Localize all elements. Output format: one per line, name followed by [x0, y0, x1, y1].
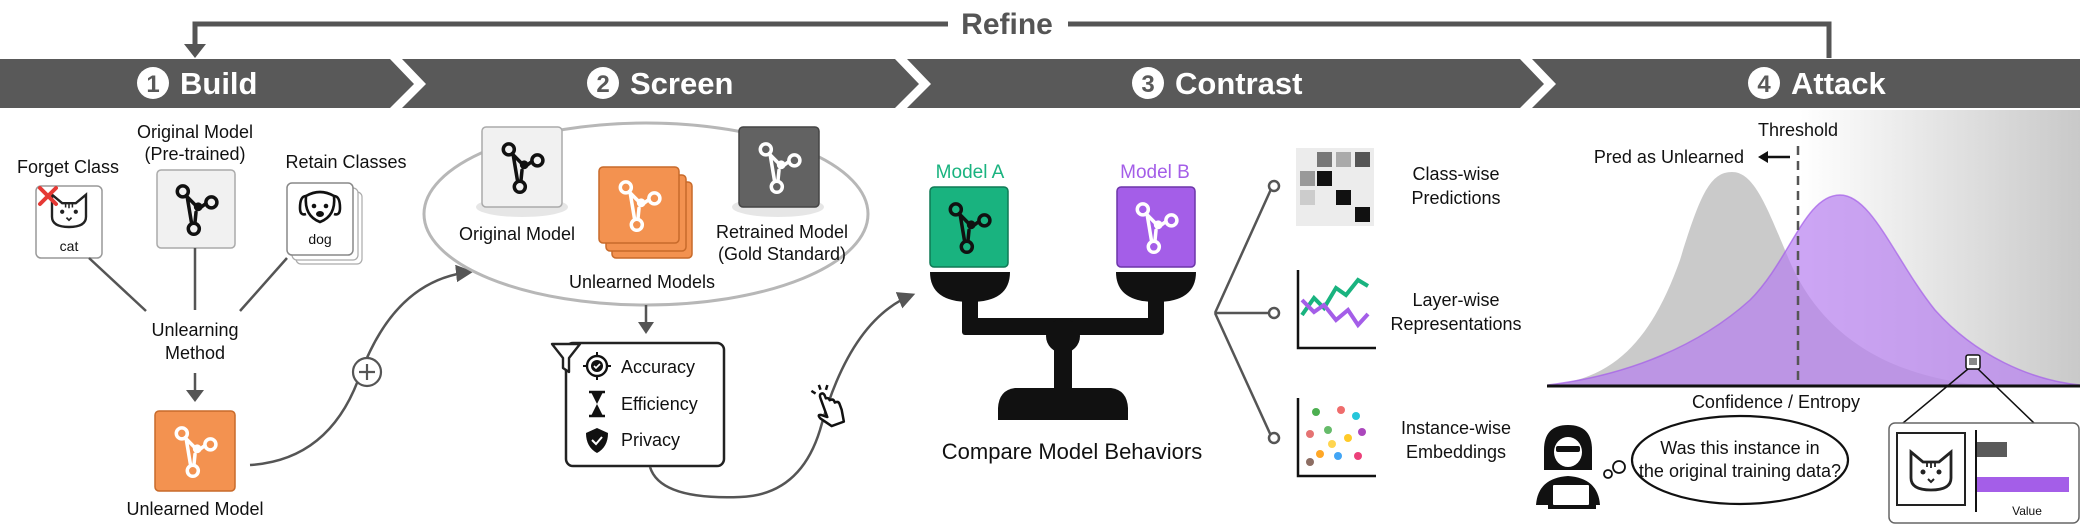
step-number: 3 — [1141, 71, 1154, 98]
stage-label: Build — [180, 66, 258, 101]
build-panel: Forget Class cat Original Model (Pre-tra… — [17, 122, 407, 519]
unlearning-method-label-2: Method — [165, 343, 225, 363]
stage-build-bar — [0, 59, 414, 108]
metric-efficiency: Efficiency — [621, 394, 698, 414]
forget-class-card[interactable]: cat — [35, 185, 103, 259]
build-connectors — [88, 248, 288, 398]
retain-classes-stack[interactable]: dog — [286, 182, 363, 265]
tap-hand-icon — [810, 384, 846, 428]
step-number-badge — [137, 67, 169, 99]
contrast-panel: Model A Model B Compare Model Behaviors — [929, 148, 1522, 478]
model-b-label: Model B — [1120, 162, 1190, 183]
value-axis-label: Value — [2012, 504, 2042, 518]
view-connectors — [1213, 186, 1274, 439]
step-number: 2 — [596, 71, 609, 98]
confusion-matrix-icon — [1296, 148, 1374, 226]
forget-class-item: cat — [60, 238, 79, 254]
instance-detail-card[interactable]: Value — [1888, 422, 2080, 524]
filter-icon — [550, 342, 582, 374]
stage-attack-bar — [1532, 59, 2080, 108]
balance-scale-icon — [930, 272, 1196, 420]
metrics-filter-box[interactable]: Accuracy Efficiency Privacy — [550, 341, 726, 468]
screen-to-contrast-flow — [648, 292, 916, 499]
forget-class-label: Forget Class — [17, 157, 119, 177]
original-model-label: Original Model — [459, 224, 575, 244]
dog-icon — [298, 190, 342, 224]
refine-loop: Refine — [184, 8, 1832, 58]
question-bubble — [1630, 414, 1850, 506]
original-model-node[interactable] — [156, 169, 236, 249]
metric-privacy: Privacy — [621, 430, 680, 450]
stage-label: Contrast — [1175, 66, 1302, 101]
retrained-model-label: Retrained Model — [716, 222, 848, 242]
stage-screen-bar — [402, 59, 919, 108]
view-subtitle: Representations — [1390, 314, 1521, 334]
metric-accuracy: Accuracy — [621, 357, 695, 377]
original-model-subtitle: (Pre-trained) — [144, 144, 245, 164]
purple-distribution — [1548, 195, 2080, 385]
model-a-node[interactable] — [929, 186, 1009, 268]
view-title: Layer-wise — [1412, 290, 1499, 310]
layer-representations-view[interactable]: Layer-wise Representations — [1296, 270, 1522, 350]
accuracy-icon — [583, 352, 611, 380]
stage-contrast-bar — [907, 59, 1544, 108]
line-chart-icon — [1296, 270, 1376, 350]
attack-panel: Threshold Pred as Unlearned Confidence /… — [1536, 110, 2080, 524]
step-number-badge — [587, 67, 619, 99]
class-predictions-view[interactable]: Class-wise Predictions — [1296, 148, 1501, 226]
shield-icon — [586, 428, 608, 453]
stage-contrast[interactable]: 3 Contrast — [1132, 66, 1302, 101]
step-number-badge — [1748, 67, 1780, 99]
step-number: 1 — [146, 71, 159, 98]
unlearned-model-label: Unlearned Model — [126, 499, 263, 519]
stage-label: Screen — [630, 66, 733, 101]
stage-screen[interactable]: 2 Screen — [587, 66, 733, 101]
retrained-model-sublabel: (Gold Standard) — [718, 244, 846, 264]
original-model-title: Original Model — [137, 122, 253, 142]
pred-unlearned-label: Pred as Unlearned — [1594, 147, 1744, 167]
purple-value-bar — [1977, 477, 2069, 492]
stage-build[interactable]: 1 Build — [137, 66, 258, 101]
model-a-label: Model A — [936, 162, 1005, 183]
threshold-label: Threshold — [1758, 120, 1838, 140]
question-text-2: the original training data? — [1639, 461, 1841, 481]
view-title: Instance-wise — [1401, 418, 1511, 438]
instance-embeddings-view[interactable]: Instance-wise Embeddings — [1296, 398, 1511, 478]
stage-banner: 1 Build 2 Screen 3 Contrast 4 Attack — [0, 59, 2080, 108]
stage-label: Attack — [1791, 66, 1887, 101]
compare-caption: Compare Model Behaviors — [942, 439, 1202, 464]
retain-classes-label: Retain Classes — [285, 152, 406, 172]
unlearned-model-node[interactable] — [154, 410, 236, 492]
view-subtitle: Embeddings — [1406, 442, 1506, 462]
scatter-plot-icon — [1296, 398, 1376, 478]
retain-class-item: dog — [308, 231, 331, 247]
instance-marker[interactable] — [1902, 354, 2035, 424]
view-title: Class-wise — [1412, 164, 1499, 184]
step-number-badge — [1132, 67, 1164, 99]
model-b-node[interactable] — [1116, 186, 1196, 268]
unlearning-method-label: Unlearning — [151, 320, 238, 340]
unlearned-models-stack[interactable] — [598, 166, 693, 259]
build-to-screen-flow — [249, 264, 474, 467]
view-subtitle: Predictions — [1411, 188, 1500, 208]
add-icon — [351, 356, 383, 388]
original-model-card[interactable] — [476, 126, 568, 217]
refine-label: Refine — [961, 8, 1053, 41]
step-number: 4 — [1757, 71, 1771, 98]
retrained-model-card[interactable] — [732, 126, 824, 217]
x-axis-label: Confidence / Entropy — [1692, 392, 1860, 412]
stage-attack[interactable]: 4 Attack — [1748, 66, 1887, 101]
gray-distribution — [1548, 172, 1980, 385]
question-text: Was this instance in — [1660, 438, 1819, 458]
gray-value-bar — [1977, 442, 2007, 457]
attacker-icon — [1536, 425, 1600, 509]
unlearned-models-label: Unlearned Models — [569, 272, 715, 292]
screen-panel: Original Model Unlearned Models Retraine… — [422, 121, 870, 468]
remove-icon — [38, 186, 58, 206]
hourglass-icon — [589, 390, 605, 418]
